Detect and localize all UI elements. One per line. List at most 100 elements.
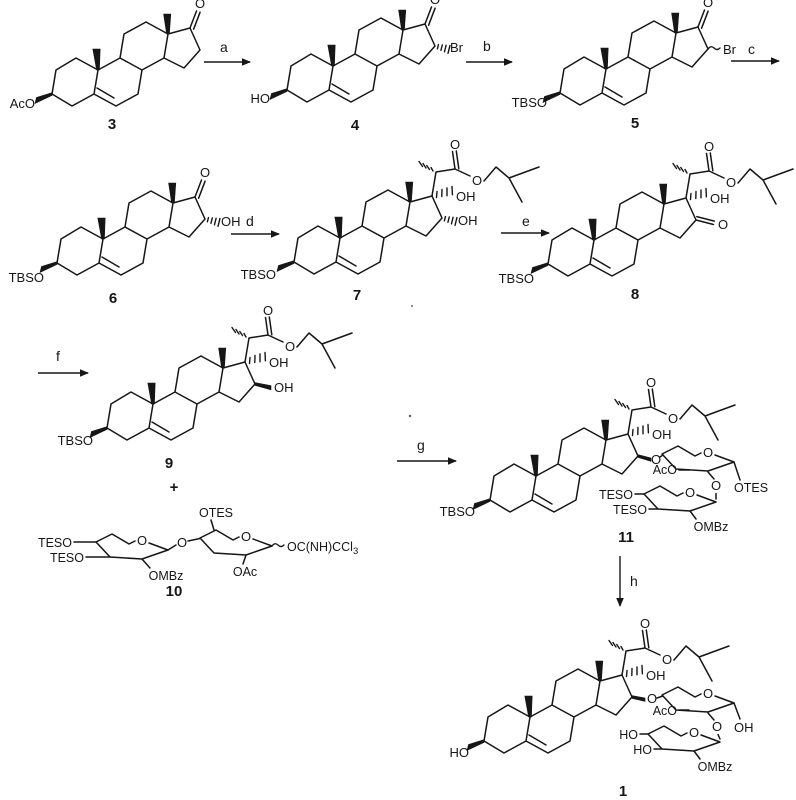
compound-8: TBSO O 8: [499, 138, 794, 303]
compound-11-tbso-label: TBSO: [440, 504, 475, 519]
reaction-arrow-d: d: [231, 213, 280, 238]
compound-4-br-label: Br: [450, 40, 464, 55]
compound-3-number: 3: [108, 116, 116, 133]
compound-1-anomeric-oh-bond: [733, 702, 741, 720]
compound-11-otes-label: OTES: [734, 481, 768, 495]
step-b-label: b: [483, 38, 491, 54]
compound-9-sidechain: [231, 302, 353, 371]
compound-8-c16-oxygen-label: O: [718, 217, 728, 232]
step-c-label: c: [748, 41, 755, 57]
compound-6-ketone: [194, 164, 211, 199]
compound-1-skeleton: [466, 660, 633, 754]
compound-5-tbso-label: TBSO: [512, 95, 547, 110]
step-a-label: a: [220, 39, 228, 55]
reaction-arrow-f: f: [38, 348, 89, 377]
compound-1-sidechain: [608, 615, 730, 684]
step-e-label: e: [522, 213, 530, 229]
compound-1-number: 1: [619, 783, 627, 800]
reaction-arrow-g: g: [397, 437, 457, 465]
compound-10-ombz-bond: [141, 558, 151, 569]
compound-1-anomeric-oh-label: OH: [734, 720, 754, 735]
reaction-arrow-b: b: [466, 38, 513, 66]
compound-11-teso2-label: TESO: [613, 503, 647, 517]
compound-10: TESO TESO OMBz O OTES OAc OC(NH)CCl3 10: [38, 506, 358, 600]
compound-11-c16-wedge: [637, 454, 652, 462]
compound-5-skeleton: [542, 12, 709, 106]
plus-operator: +: [170, 479, 179, 496]
compound-10-ring-right: [199, 528, 273, 556]
compound-5-br-wavy-bond: [707, 46, 721, 51]
compound-11-number: 11: [618, 529, 634, 546]
compound-10-glycosidic-oxygen: O: [177, 535, 187, 550]
reaction-arrow-a: a: [204, 39, 251, 66]
imidate-subscript: 3: [353, 546, 358, 557]
compound-1-ombz-label: OMBz: [698, 760, 733, 774]
compound-4-ketone: [424, 0, 441, 26]
compound-5-br-label: Br: [723, 42, 737, 57]
compound-10-number: 10: [166, 583, 183, 600]
compound-9-oh16-label: OH: [274, 380, 294, 395]
compound-11-interglycosidic-bond1: [707, 471, 715, 480]
compound-6-oh-hash: [206, 215, 221, 228]
compound-11-otes-bond: [733, 461, 741, 481]
compound-8-tbso-label: TBSO: [499, 271, 534, 286]
compound-5-number: 5: [631, 115, 639, 132]
compound-1-aco-label: AcO: [653, 704, 678, 718]
compound-7-oh16-label: OH: [458, 213, 478, 228]
compound-7-skeleton: [276, 181, 443, 275]
compound-3-ketone: [189, 0, 206, 30]
compound-1-interglycosidic-bond2: [717, 733, 721, 740]
compound-3-aco-label: AcO: [10, 96, 35, 111]
compound-5: TBSO Br 5: [512, 0, 737, 132]
compound-6-skeleton: [39, 182, 206, 276]
compound-1-ring-lower: [647, 724, 721, 752]
compound-1-c16-oxygen: O: [647, 691, 657, 706]
compound-1-c16-wedge: [631, 695, 646, 702]
compound-1-interglycosidic-oxygen: O: [712, 719, 722, 734]
compound-7-number: 7: [353, 287, 361, 304]
compound-10-teso2-label: TESO: [50, 551, 84, 565]
compound-11-ring-lower: [643, 484, 717, 512]
compound-1-ho-label: HO: [450, 745, 470, 760]
compound-11: TBSO O AcO OTES O TESO TESO OMBz 11: [440, 374, 768, 546]
step-f-label: f: [56, 348, 60, 364]
reaction-arrow-h: h: [616, 556, 638, 607]
compound-6-oh-label: OH: [221, 214, 241, 229]
compound-10-glycosidic-bond1: [167, 544, 177, 551]
compound-10-imidate-label: OC(NH)CCl3: [287, 540, 358, 557]
compound-1-ho2-label: HO: [633, 743, 652, 757]
step-g-label: g: [417, 437, 425, 453]
compound-1-c16-o-ring-bond: [656, 695, 664, 699]
compound-10-ombz-label: OMBz: [149, 569, 184, 583]
compound-7-oh16-hash: [443, 214, 458, 227]
compound-4-br-hash: [436, 42, 451, 55]
compound-9: TBSO OH 9: [58, 302, 353, 472]
compound-6-number: 6: [109, 290, 117, 307]
step-d-label: d: [246, 213, 254, 229]
compound-4-ho-label: HO: [251, 91, 271, 106]
compound-10-otes-bond: [210, 519, 215, 531]
compound-10-oac-bond: [242, 554, 247, 565]
compound-6: TBSO OH 6: [9, 164, 241, 307]
compound-10-otes-label: OTES: [199, 506, 233, 520]
compound-9-tbso-label: TBSO: [58, 433, 93, 448]
compound-7-sidechain: [418, 136, 540, 205]
compound-11-aco-label: AcO: [653, 463, 678, 477]
compound-11-sidechain: [614, 374, 736, 443]
compound-3: AcO 3: [10, 0, 206, 133]
compound-1-interglycosidic-bond1: [707, 712, 715, 721]
compound-1-ho1-label: HO: [619, 728, 638, 742]
compound-9-number: 9: [165, 455, 173, 472]
compound-4: HO Br 4: [251, 0, 464, 134]
compound-4-number: 4: [351, 117, 360, 134]
compound-8-skeleton: [530, 183, 697, 277]
compound-10-glycosidic-bond2: [187, 537, 201, 542]
compound-7-tbso-label: TBSO: [241, 267, 276, 282]
compound-11-ombz-label: OMBz: [694, 520, 729, 534]
compound-5-ketone: [697, 0, 714, 29]
step-h-label: h: [630, 573, 638, 589]
compound-11-c16-oxygen: O: [651, 452, 661, 467]
scan-speck: [408, 414, 412, 418]
reaction-arrow-c: c: [731, 41, 780, 65]
